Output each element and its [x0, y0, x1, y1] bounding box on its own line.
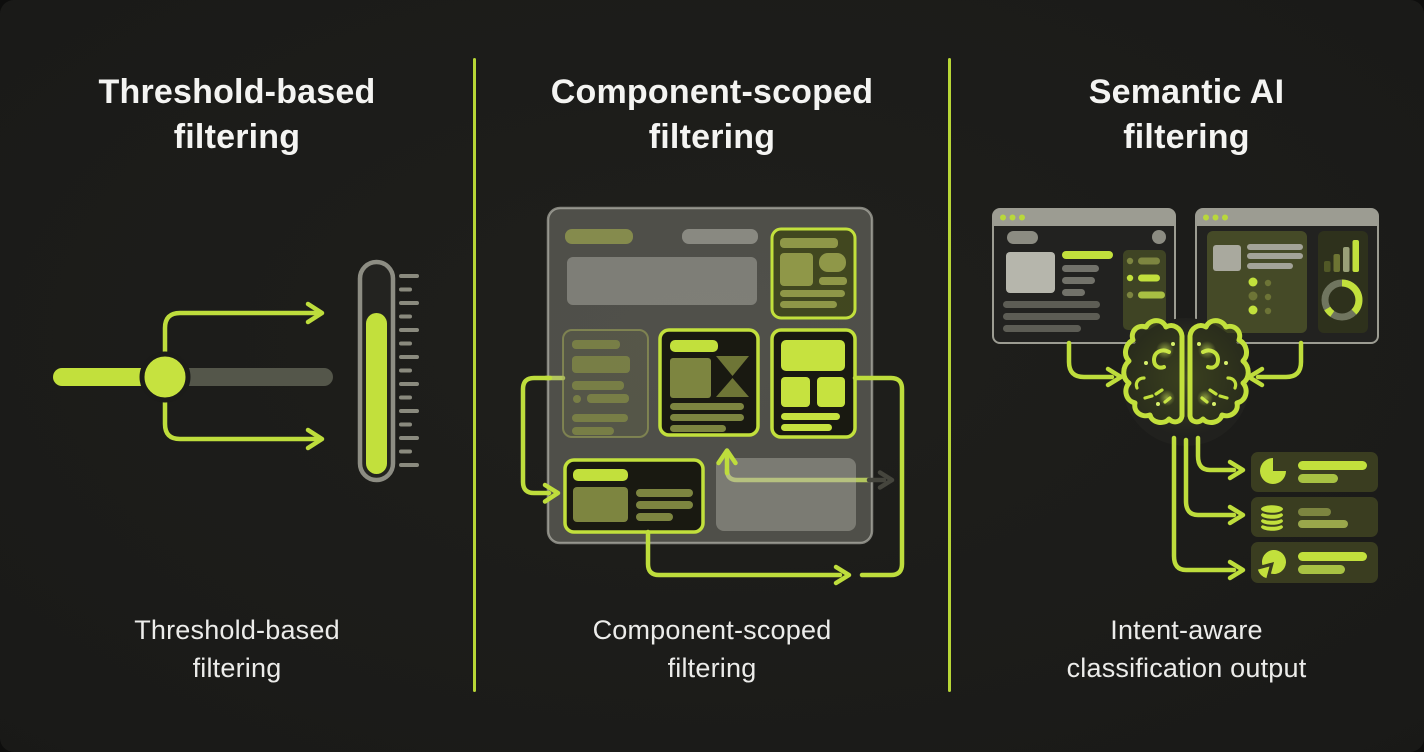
output-line-3 — [1171, 435, 1237, 573]
arrowhead-icon — [1246, 366, 1265, 388]
component-card-snippet[interactable] — [563, 458, 705, 534]
panel-divider — [948, 58, 951, 692]
donut-chart-icon — [1321, 279, 1363, 321]
component-card-image[interactable] — [658, 328, 760, 437]
arrowhead-icon — [1227, 504, 1246, 526]
branch-arrow-up — [162, 310, 321, 358]
content-panel — [1207, 231, 1307, 333]
panel-caption-semantic: Intent-aware classification output — [949, 611, 1424, 687]
traffic-lights-icon — [1203, 214, 1228, 221]
traffic-lights-icon — [1000, 214, 1025, 221]
arrowhead-icon — [305, 301, 325, 325]
caption-line: filtering — [667, 653, 757, 683]
caption-line: Threshold-based — [134, 615, 340, 645]
browser-window-right[interactable] — [1195, 208, 1379, 344]
nav-pill-olive — [565, 229, 633, 244]
slider-track-remainder — [160, 368, 333, 386]
footer-block — [716, 458, 856, 531]
output-card-3[interactable] — [1251, 542, 1378, 583]
title-line: filtering — [173, 118, 301, 156]
panel-caption-threshold: Threshold-based filtering — [0, 611, 474, 687]
thumbnail — [1006, 252, 1055, 293]
analytics-panel — [1318, 231, 1368, 333]
brain-detail-marks — [1134, 341, 1238, 406]
caption-line: Component-scoped — [592, 615, 832, 645]
pie-chart-exploded-icon — [1257, 550, 1286, 579]
title-line: filtering — [648, 118, 776, 156]
faded-text-card — [562, 329, 649, 438]
panel-caption-component: Component-scoped filtering — [474, 611, 950, 687]
title-line: filtering — [1123, 118, 1250, 156]
flow-arrows — [520, 375, 905, 586]
brain-icon — [1121, 318, 1251, 425]
component-illustration — [520, 206, 905, 586]
flow-arrow-out — [645, 529, 843, 578]
panel-divider — [473, 58, 476, 692]
title-line: Component-scoped — [550, 73, 874, 111]
component-card-media[interactable] — [770, 227, 857, 320]
panel-title-semantic: Semantic AI filtering — [949, 70, 1424, 160]
hero-block — [567, 257, 757, 305]
sidebar-list — [1123, 250, 1166, 330]
input-arrow-left — [1066, 340, 1115, 380]
caption-line: classification output — [1066, 653, 1307, 683]
slider-knob-icon[interactable] — [139, 351, 191, 403]
panel-title-threshold: Threshold-based filtering — [0, 70, 474, 160]
image-placeholder-icon — [716, 356, 749, 397]
arrowhead-icon — [1227, 559, 1246, 581]
arrowhead-icon — [716, 448, 738, 466]
avatar — [1152, 230, 1166, 244]
output-line-1 — [1195, 435, 1237, 473]
flow-loop — [852, 375, 905, 578]
arrowhead-icon — [833, 564, 852, 586]
ruler-ticks-icon — [399, 274, 419, 467]
semantic-illustration — [992, 208, 1379, 583]
threshold-slider[interactable] — [53, 351, 333, 403]
arrowhead-icon — [305, 427, 325, 451]
arrowhead-icon — [877, 470, 895, 490]
threshold-gauge — [357, 259, 419, 483]
breadcrumb-pill — [1007, 231, 1038, 244]
gauge-fill — [366, 313, 387, 474]
database-icon — [1259, 503, 1285, 533]
output-card-2[interactable] — [1251, 497, 1378, 537]
output-line-2 — [1183, 437, 1237, 518]
title-line: Semantic AI — [1088, 73, 1285, 111]
pie-chart-icon — [1260, 458, 1286, 484]
arrowhead-icon — [1227, 459, 1246, 481]
arrowhead-icon — [542, 482, 561, 504]
arrowhead-icon — [1105, 366, 1124, 388]
output-card-1[interactable] — [1251, 452, 1378, 492]
bar-chart-icon — [1324, 240, 1359, 272]
panel-title-component: Component-scoped filtering — [474, 70, 950, 160]
routing-arrows — [1066, 340, 1304, 581]
flow-exit-dark — [866, 470, 895, 490]
branch-arrows — [162, 301, 325, 451]
threshold-illustration — [53, 259, 419, 483]
highlighted-text-bar — [1062, 251, 1113, 259]
nav-pill-gray — [682, 229, 758, 244]
branch-arrow-down — [162, 396, 321, 442]
flow-arrow-in — [520, 375, 553, 496]
caption-line: filtering — [192, 653, 282, 683]
browser-window-left[interactable] — [992, 208, 1176, 344]
title-line: Threshold-based — [98, 73, 376, 111]
input-arrow-right — [1255, 340, 1304, 380]
caption-line: Intent-aware — [1110, 615, 1263, 645]
component-card-grid[interactable] — [770, 328, 857, 439]
